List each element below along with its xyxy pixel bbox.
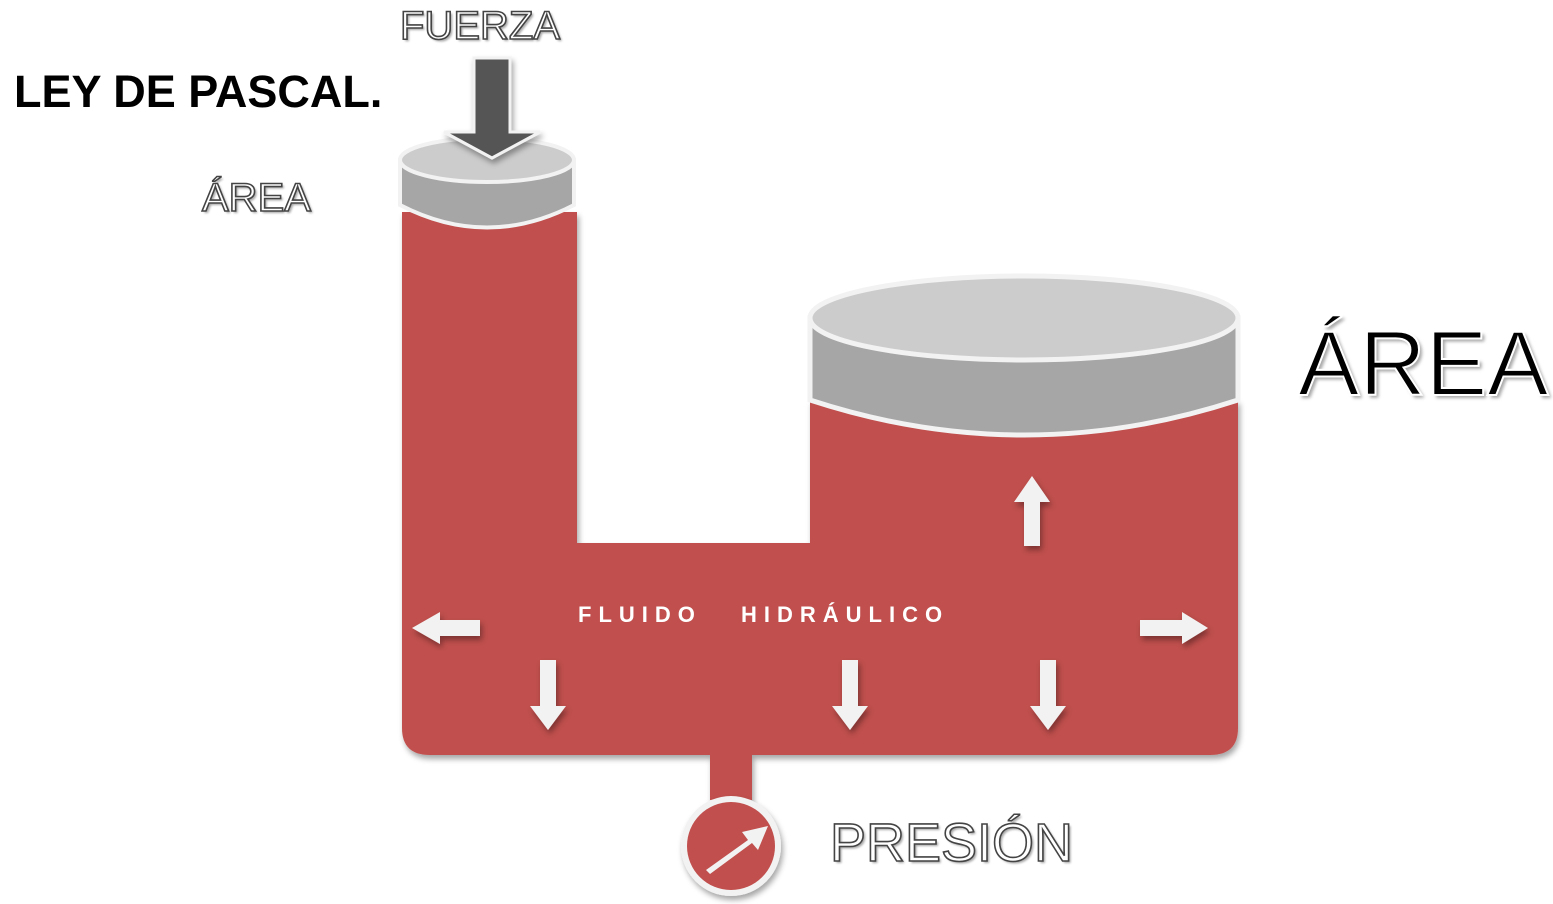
force-label: FUERZA [399,3,561,49]
up-arrow-icon [1014,476,1050,546]
large-area-label: ÁREA [1297,312,1550,416]
small-area-label: ÁREA [201,175,312,221]
down-arrow-icon [443,56,541,160]
down-arrow-icon [1030,660,1066,730]
left-arrow-icon [412,612,480,644]
pressure-label: PRESIÓN [829,812,1074,874]
hydraulic-fluid-body [402,212,1238,800]
fluid-label: FLUIDO HIDRÁULICO [578,602,950,627]
small-piston [398,136,576,230]
page-title: LEY DE PASCAL. [14,66,383,117]
large-piston [807,273,1241,438]
pressure-gauge-icon [681,796,781,896]
right-arrow-icon [1140,612,1208,644]
down-arrow-icon [530,660,566,730]
down-arrow-icon [832,660,868,730]
